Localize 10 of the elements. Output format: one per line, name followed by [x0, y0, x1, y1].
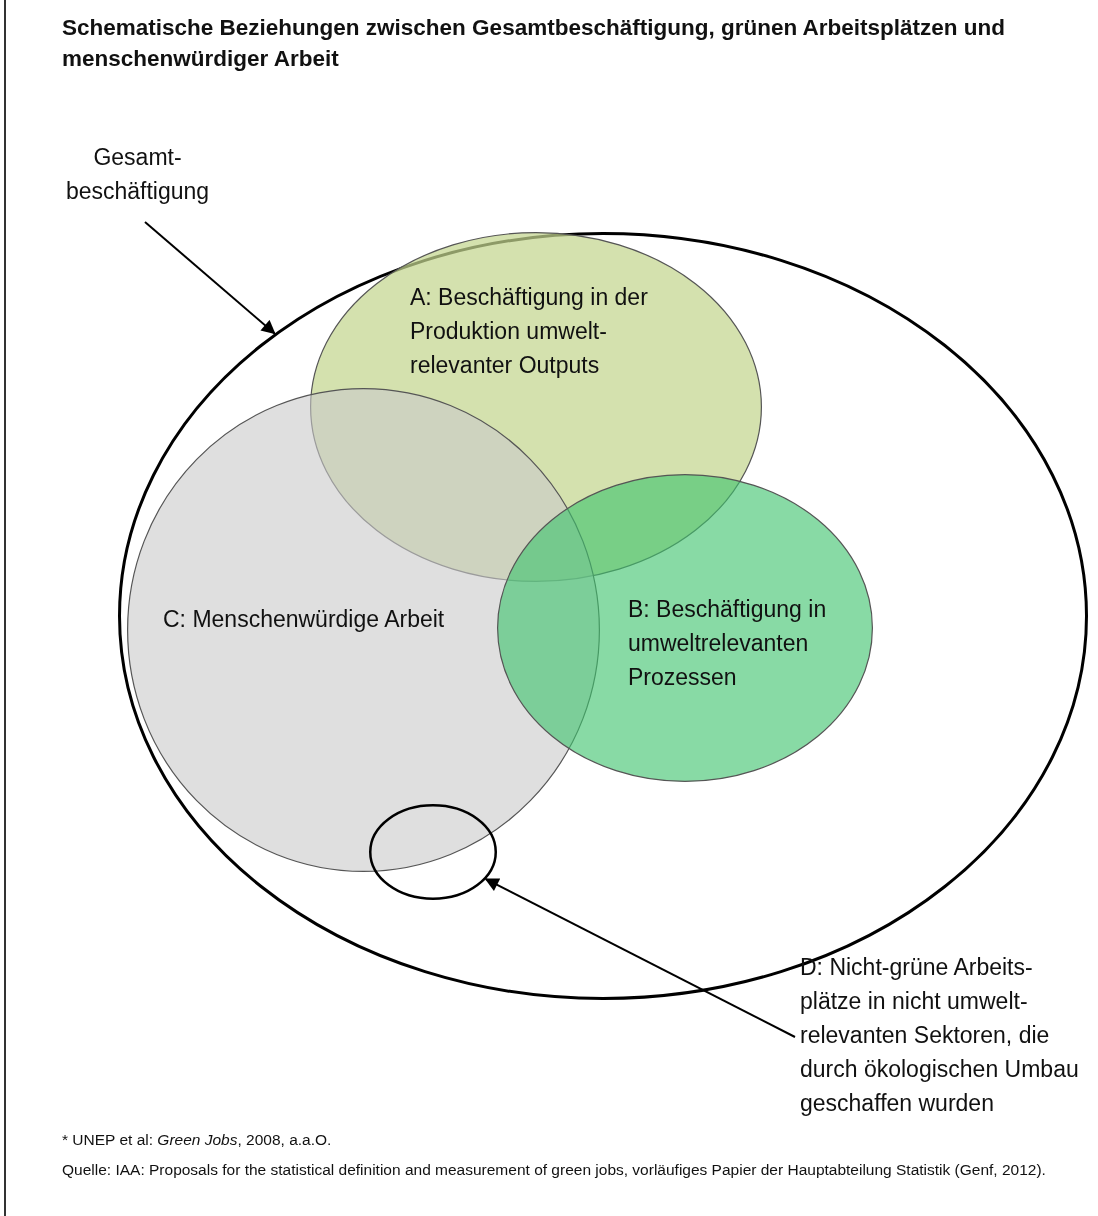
footnote: * UNEP et al: Green Jobs, 2008, a.a.O. — [62, 1130, 333, 1150]
callout-text: D: Nicht-grüne Arbeits- plätze in nicht umwelt- relevanten Sektoren, die durch ökologischen Umbau geschaffen wurden — [800, 953, 1080, 1118]
set-label: B: Beschäftigung in umweltrelevanten Prozessen — [628, 595, 828, 692]
arrow — [144, 221, 276, 335]
source-note: Quelle: IAA: Proposals for the statistical definition and measurement of green jobs, vorläufiges Papier der Hauptabteilung Statistik (Genf, 2012). — [62, 1160, 1047, 1180]
set-label: C: Menschenwürdige Arbeit — [163, 605, 446, 634]
set-label: A: Beschäftigung in der Produktion umwelt- relevanter Outputs — [410, 283, 649, 380]
callout-text: Gesamt- beschäftigung — [64, 143, 211, 206]
arrow — [484, 878, 796, 1038]
diagram-title: Schematische Beziehungen zwischen Gesamtbeschäftigung, grünen Arbeitsplätzen und menschenwürdiger Arbeit — [62, 14, 1007, 73]
